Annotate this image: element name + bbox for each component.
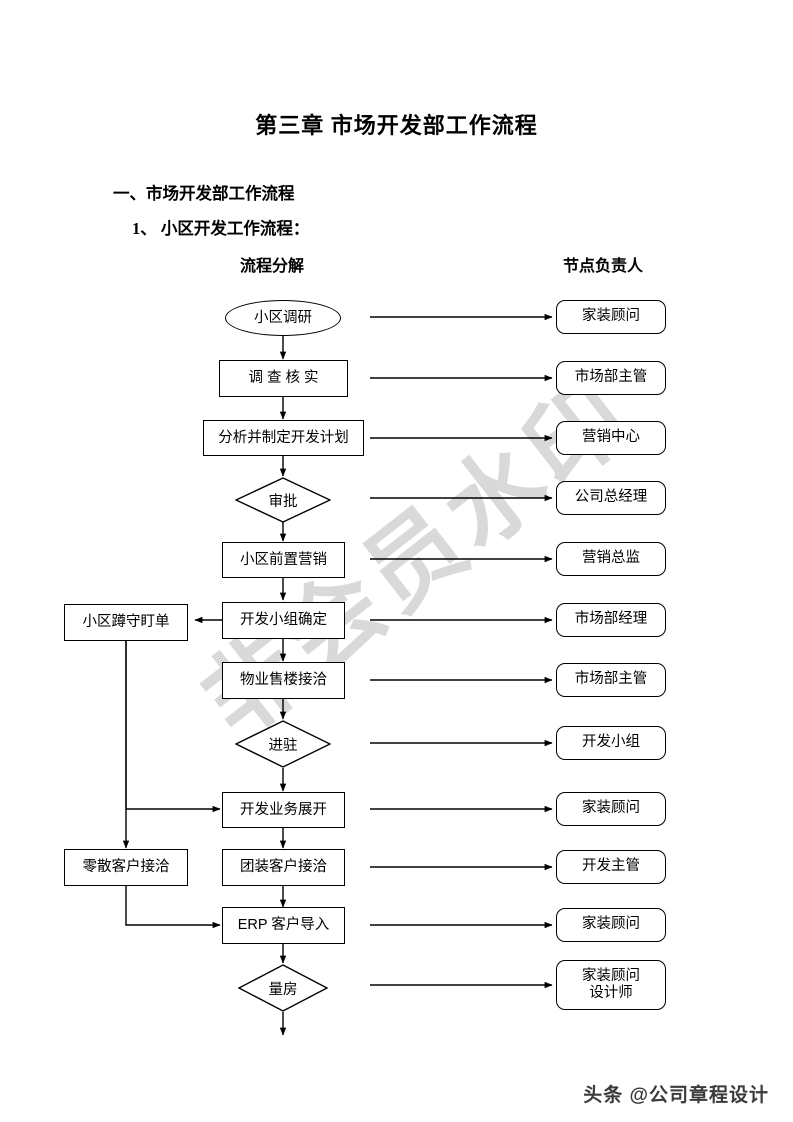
- flow-node-analysis-plan[interactable]: 分析并制定开发计划: [203, 420, 364, 456]
- owner-box-10[interactable]: 开发主管: [556, 850, 666, 884]
- flow-node-enter-site[interactable]: 进驻: [235, 720, 331, 768]
- flow-node-enter-site-label: 进驻: [268, 737, 298, 754]
- branch-node-retail-customer-contact[interactable]: 零散客户接洽: [64, 849, 188, 886]
- flow-node-pre-marketing[interactable]: 小区前置营销: [222, 542, 345, 578]
- owner-box-9[interactable]: 家装顾问: [556, 792, 666, 826]
- owner-box-11[interactable]: 家装顾问: [556, 908, 666, 942]
- column-header-flow: 流程分解: [240, 258, 305, 275]
- column-header-owner: 节点负责人: [563, 258, 644, 275]
- page-title: 第三章 市场开发部工作流程: [255, 113, 538, 138]
- owner-box-6[interactable]: 市场部经理: [556, 603, 666, 637]
- flow-node-team-confirm[interactable]: 开发小组确定: [222, 602, 345, 639]
- owner-box-2[interactable]: 市场部主管: [556, 361, 666, 395]
- owner-box-8[interactable]: 开发小组: [556, 726, 666, 760]
- flow-node-property-sales-contact[interactable]: 物业售楼接洽: [222, 662, 345, 699]
- owner-box-7[interactable]: 市场部主管: [556, 663, 666, 697]
- owner-box-12[interactable]: 家装顾问 设计师: [556, 960, 666, 1010]
- flow-node-group-customer-contact[interactable]: 团装客户接洽: [222, 849, 345, 886]
- owner-box-4[interactable]: 公司总经理: [556, 481, 666, 515]
- owner-box-5[interactable]: 营销总监: [556, 542, 666, 576]
- section-heading-1: 一、市场开发部工作流程: [113, 184, 295, 203]
- branch-node-community-watch[interactable]: 小区蹲守盯单: [64, 604, 188, 641]
- flow-node-measure-room[interactable]: 量房: [238, 964, 328, 1012]
- owner-box-3[interactable]: 营销中心: [556, 421, 666, 455]
- section-heading-2: 1、 小区开发工作流程：: [132, 219, 310, 238]
- flow-node-erp-customer-import[interactable]: ERP 客户导入: [222, 907, 345, 944]
- owner-box-1[interactable]: 家装顾问: [556, 300, 666, 334]
- flow-node-measure-room-label: 量房: [268, 981, 298, 998]
- footer-brand: 头条 @公司章程设计: [583, 1085, 769, 1106]
- flow-node-community-research[interactable]: 小区调研: [225, 300, 341, 336]
- flow-node-approval[interactable]: 审批: [235, 477, 331, 523]
- flow-node-business-launch[interactable]: 开发业务展开: [222, 792, 345, 828]
- flow-node-approval-label: 审批: [268, 493, 298, 510]
- flow-node-investigation-verify[interactable]: 调 查 核 实: [219, 360, 348, 397]
